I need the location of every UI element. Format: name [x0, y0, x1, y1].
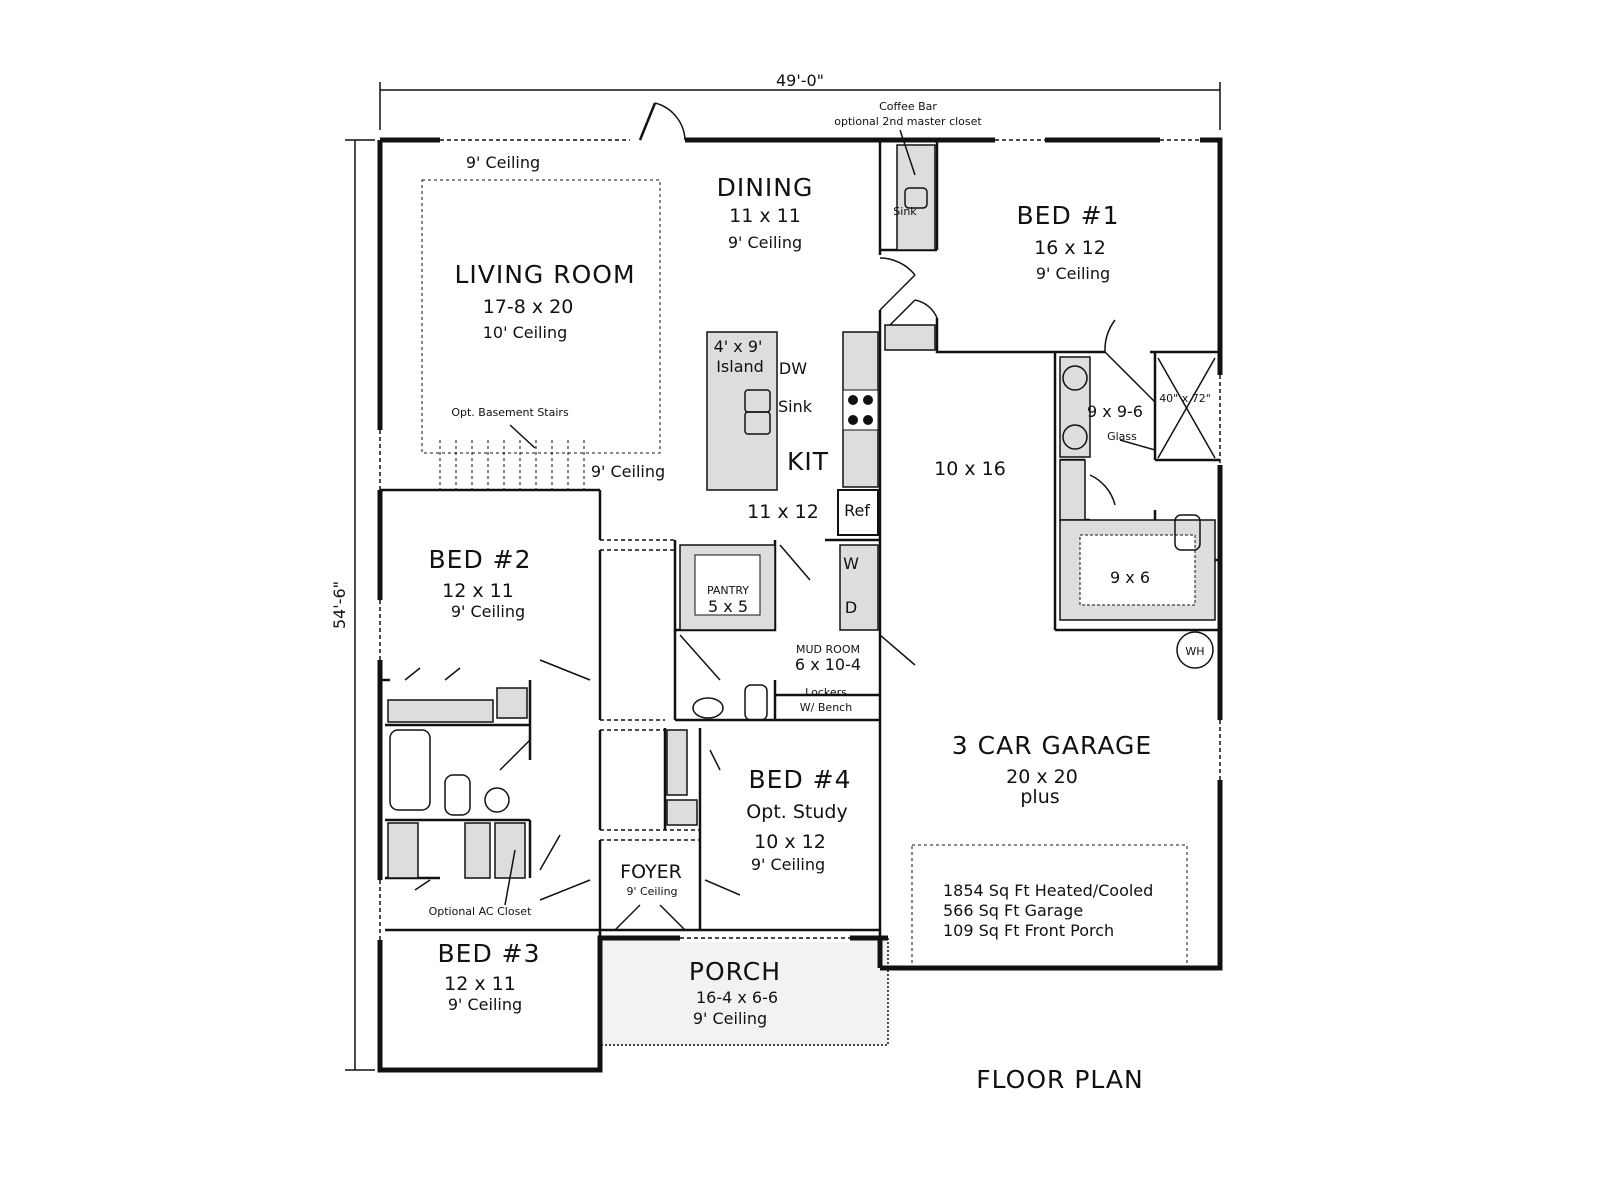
fixtures [389, 129, 1216, 969]
dryer-label: D [845, 598, 857, 617]
washer-label: W [843, 554, 859, 573]
windows [376, 136, 1224, 942]
basement-stairs-note: Opt. Basement Stairs [451, 406, 569, 419]
porch-label: PORCH [689, 957, 781, 986]
bed3-size: 12 x 11 [444, 973, 516, 995]
pantry-size: 5 x 5 [708, 597, 748, 616]
kitchen-sink-label: Sink [778, 397, 813, 416]
lockers-label: Lockers [805, 686, 847, 699]
dimension-lines [345, 82, 1221, 1071]
bed4-ceiling: 9' Ceiling [751, 855, 825, 874]
ac-closet-note: Optional AC Closet [429, 905, 532, 918]
porch-area [599, 937, 889, 1046]
area-garage: 566 Sq Ft Garage [943, 901, 1083, 920]
pantry-label: PANTRY [707, 584, 749, 597]
bed2-size: 12 x 11 [442, 580, 514, 602]
garage-plus: plus [1020, 786, 1059, 808]
depth-dimension: 54'-6" [330, 581, 349, 629]
bed2-ceiling: 9' Ceiling [451, 602, 525, 621]
coffee-bar-note: Coffee Bar [879, 100, 937, 113]
dishwasher-label: DW [779, 359, 807, 378]
room-labels: Coffee Bar optional 2nd master closet 9'… [429, 100, 1211, 1094]
coffee-bar-sink: Sink [893, 205, 917, 218]
bench-label: W/ Bench [800, 701, 852, 714]
openings [600, 539, 700, 841]
living-room-size: 17-8 x 20 [483, 296, 574, 318]
water-heater-label: WH [1185, 645, 1204, 658]
garage-label: 3 CAR GARAGE [952, 731, 1152, 760]
porch-ceiling: 9' Ceiling [693, 1009, 767, 1028]
mud-room-label: MUD ROOM [796, 643, 860, 656]
area-porch: 109 Sq Ft Front Porch [943, 921, 1114, 940]
cabinets [387, 144, 1216, 879]
garage-size: 20 x 20 [1006, 766, 1078, 788]
glass-note: Glass [1107, 430, 1137, 443]
foyer-label: FOYER [620, 861, 682, 883]
bed1-label: BED #1 [1017, 201, 1120, 230]
kitchen-label: KIT [787, 447, 829, 476]
living-top-ceiling: 9' Ceiling [466, 153, 540, 172]
shower-size: 40" x 72" [1159, 392, 1211, 405]
bed4-label: BED #4 [749, 765, 852, 794]
dining-label: DINING [717, 173, 814, 202]
bed1-size: 16 x 12 [1034, 237, 1106, 259]
width-dimension: 49'-0" [776, 71, 824, 90]
porch-size: 16-4 x 6-6 [696, 988, 778, 1007]
refrigerator-label: Ref [844, 501, 870, 520]
plan-title: FLOOR PLAN [976, 1065, 1143, 1094]
foyer-ceiling: 9' Ceiling [626, 885, 677, 898]
living-room-ceiling: 10' Ceiling [483, 323, 568, 342]
kitchen-ceiling: 9' Ceiling [591, 462, 665, 481]
mud-room-size: 6 x 10-4 [795, 655, 861, 674]
island-size: 4' x 9' [714, 337, 763, 356]
bed2-label: BED #2 [429, 545, 532, 574]
master-bath-size: 9 x 9-6 [1087, 402, 1143, 421]
kitchen-size: 11 x 12 [747, 501, 819, 523]
living-room-label: LIVING ROOM [454, 260, 635, 289]
bonus-room-size: 10 x 16 [934, 458, 1006, 480]
coffee-bar-subnote: optional 2nd master closet [834, 115, 982, 128]
area-heated: 1854 Sq Ft Heated/Cooled [943, 881, 1153, 900]
bed3-label: BED #3 [438, 939, 541, 968]
island-label: Island [716, 357, 764, 376]
bed1-ceiling: 9' Ceiling [1036, 264, 1110, 283]
dining-size: 11 x 11 [729, 205, 801, 227]
rear-door [630, 102, 686, 146]
bed3-ceiling: 9' Ceiling [448, 995, 522, 1014]
master-closet-size: 9 x 6 [1110, 568, 1150, 587]
bed4-size: 10 x 12 [754, 831, 826, 853]
dining-ceiling: 9' Ceiling [728, 233, 802, 252]
bed4-sub: Opt. Study [746, 801, 847, 823]
